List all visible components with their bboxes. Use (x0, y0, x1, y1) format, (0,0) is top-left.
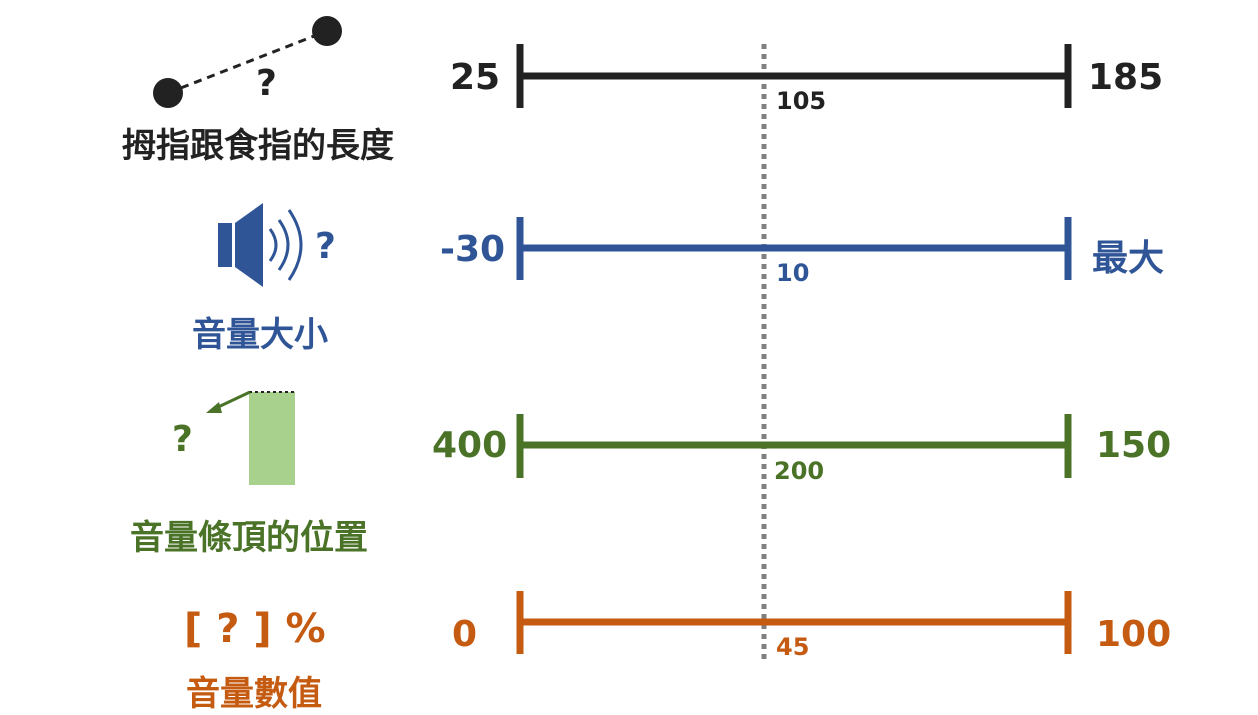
max-value-2: 最大 (1092, 238, 1165, 279)
max-value-4: 100 (1096, 614, 1172, 655)
pinch-question-mark: ? (256, 63, 277, 104)
min-value-1: 25 (450, 57, 501, 98)
percent-icon: [ ? ] % (184, 606, 326, 652)
scale-row-1 (516, 44, 1072, 108)
min-value-4: 0 (452, 614, 478, 655)
scale-row-4 (516, 591, 1072, 654)
scale-row-3 (516, 414, 1072, 478)
speaker-icon (218, 203, 303, 287)
pinch-distance-icon (153, 16, 342, 108)
mid-value-1: 105 (776, 87, 827, 115)
row-label-4: 音量數值 (186, 674, 322, 714)
mid-value-4: 45 (776, 633, 810, 661)
row-label-3: 音量條頂的位置 (130, 518, 368, 558)
volume-bar-icon (206, 390, 295, 485)
speaker-question-mark: ? (315, 226, 336, 267)
row-label-2: 音量大小 (192, 315, 328, 355)
row-label-1: 拇指跟食指的長度 (122, 126, 394, 166)
scale-row-2 (516, 217, 1072, 280)
volume-bar-question-mark: ? (172, 419, 193, 460)
max-value-1: 185 (1088, 57, 1164, 98)
mid-value-3: 200 (774, 457, 825, 485)
min-value-2: -30 (440, 229, 506, 270)
mid-value-2: 10 (776, 259, 810, 287)
min-value-3: 400 (432, 425, 508, 466)
max-value-3: 150 (1096, 425, 1172, 466)
